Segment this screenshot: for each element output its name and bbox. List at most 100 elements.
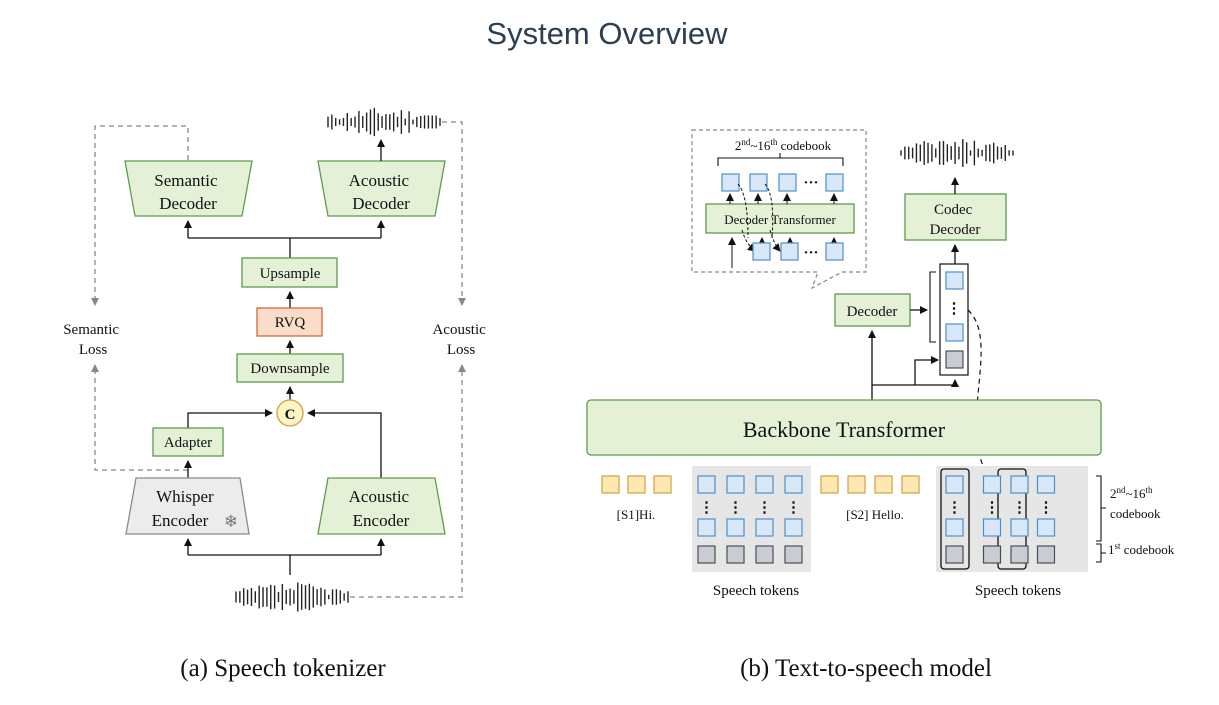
speech-token-blue: [697, 475, 716, 494]
speech-token-grid: ⋮ ⋮ ⋮ ⋮: [697, 475, 803, 564]
token-blue: [945, 323, 964, 342]
vertical-ellipsis: ⋮: [699, 500, 714, 516]
snowflake-icon: ❄: [224, 512, 238, 531]
ellipsis: ···: [803, 245, 818, 261]
speech-token-blue: [982, 475, 1002, 494]
decoder-transformer-label: Decoder Transformer: [724, 212, 836, 227]
speech-token-blue: [755, 518, 774, 537]
adapter-label: Adapter: [164, 435, 212, 451]
vertical-ellipsis: ⋮: [757, 500, 772, 516]
speech-token-gray: [945, 545, 964, 564]
speech-token-blue: [982, 518, 1002, 537]
speaker1-text-label: [S1]Hi.: [617, 507, 656, 522]
waveform-icon: [900, 139, 1014, 167]
vertical-ellipsis: ⋮: [1039, 500, 1054, 516]
speech-token-blue: [755, 475, 774, 494]
speech-token-blue: [784, 475, 803, 494]
speech-token-gray: [1036, 545, 1056, 564]
semantic-decoder-label: Decoder: [159, 194, 217, 213]
semantic-loss-label: Loss: [79, 342, 108, 358]
adapter-block: [152, 427, 224, 457]
whisper-encoder-label: Whisper: [156, 487, 214, 506]
speech-tokenizer-panel: Semantic Loss Acoustic Loss Semantic Dec…: [63, 107, 489, 682]
speech-token-blue: [697, 518, 716, 537]
speech-token-blue: [1010, 518, 1029, 537]
page-title: System Overview: [486, 16, 728, 51]
speech-token-gray: [726, 545, 745, 564]
backbone-output-arrows: [868, 330, 959, 400]
token-gray: [945, 350, 964, 369]
acoustic-loss-label: Loss: [447, 342, 476, 358]
svg-text:Acoustic Loss: Acoustic Loss: [432, 322, 489, 358]
speaker2-text-tokens: [820, 475, 920, 494]
speech-token-gray: [784, 545, 803, 564]
acoustic-loss-dashed-path: [350, 121, 466, 598]
autoregressive-dashed-arrows: [737, 183, 781, 252]
concat-node: [276, 399, 304, 427]
decoder-output-tokens: [721, 173, 844, 192]
vertical-ellipsis: ⋮: [985, 500, 1000, 516]
speech-token-gray: [755, 545, 774, 564]
codebook-1-brace: [1096, 543, 1106, 563]
acoustic-encoder-block: [317, 477, 446, 535]
speech-token-blue: [1036, 475, 1056, 494]
current-step-column-outline: [940, 468, 970, 570]
backbone-transformer-block: [586, 399, 1102, 456]
semantic-decoder-label: Semantic: [154, 171, 218, 190]
svg-text:Whisper Encoder: Whisper Encoder: [152, 487, 218, 530]
waveform-icon: [235, 582, 349, 612]
acoustic-decoder-label: Acoustic: [349, 171, 410, 190]
whisper-encoder-label: Encoder: [152, 511, 209, 530]
upsample-label: Upsample: [260, 266, 321, 282]
semantic-decoder-block: [124, 160, 253, 217]
speech-token-gray: [1010, 545, 1029, 564]
decoder-label: Decoder: [847, 304, 898, 320]
whisper-encoder-block: [125, 477, 250, 535]
decoder-input-tokens: [752, 242, 844, 261]
upsample-block: [241, 257, 338, 288]
token-blue: [945, 271, 964, 290]
downsample-block: [236, 353, 344, 383]
tts-model-panel: 2nd~16th codebook ··· Decoder Transforme…: [586, 129, 1175, 682]
decoder-transformer-arrows: [726, 193, 838, 268]
codebook-2-16-label: 2nd~16th: [1110, 485, 1153, 501]
speech-token-blue: [1036, 518, 1056, 537]
codec-decoder-label: Codec: [934, 202, 973, 218]
backbone-transformer-label: Backbone Transformer: [743, 417, 946, 442]
speech-token-gray: [982, 545, 1002, 564]
speech-token-blue: [726, 475, 745, 494]
vertical-ellipsis: ⋮: [786, 500, 801, 516]
rvq-block: [256, 307, 323, 337]
speech-tokens-label: Speech tokens: [713, 583, 799, 599]
acoustic-decoder-label: Decoder: [352, 194, 410, 213]
svg-text:Acoustic Encoder: Acoustic Encoder: [349, 487, 414, 530]
acoustic-loss-label: Acoustic: [432, 322, 486, 338]
svg-text:Codec Decoder: Codec Decoder: [930, 202, 981, 238]
codec-decoder-label: Decoder: [930, 222, 981, 238]
vertical-ellipsis: ⋮: [1012, 500, 1027, 516]
vertical-ellipsis: ⋮: [947, 301, 962, 317]
decoder-transformer-block: [705, 203, 855, 234]
rvq-label: RVQ: [275, 315, 306, 331]
speech-tokenizer-caption: (a) Speech tokenizer: [180, 655, 386, 682]
svg-text:Semantic Decoder: Semantic Decoder: [154, 171, 222, 213]
speech-token-blue: [945, 518, 964, 537]
codebook-brace: [717, 153, 844, 166]
speech-token-blue: [726, 518, 745, 537]
speech-token-grid: ⋮⋮⋮⋮: [945, 475, 1056, 564]
acoustic-decoder-block: [317, 160, 446, 217]
speech-token-blue: [1010, 475, 1029, 494]
codebook-1-label: 1st codebook: [1108, 541, 1175, 557]
downsample-label: Downsample: [250, 361, 329, 377]
vertical-ellipsis: ⋮: [728, 500, 743, 516]
decoder-output-bracket: [929, 271, 936, 343]
upsample-split-arrows: [184, 220, 385, 258]
svg-text:Acoustic Decoder: Acoustic Decoder: [349, 171, 414, 213]
speech-token-gray: [697, 545, 716, 564]
codebook-2-16-brace: [1096, 475, 1106, 542]
concat-input-arrows: [187, 409, 382, 478]
decoder-block: [834, 293, 911, 327]
codebook-range-label: 2nd~16th codebook: [735, 137, 832, 153]
speaker1-text-tokens: [601, 475, 672, 494]
